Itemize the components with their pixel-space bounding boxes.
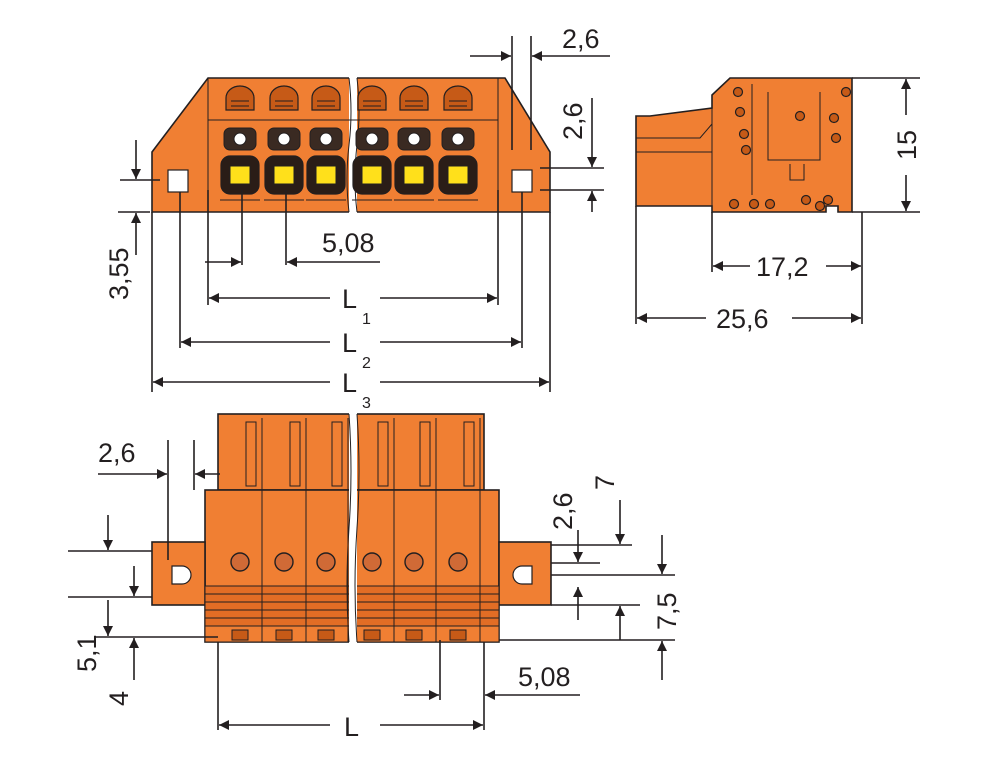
side-hole-14 xyxy=(814,200,826,212)
side-hole-3 xyxy=(734,106,746,118)
top-view-dimensions xyxy=(118,36,610,392)
front-view-cells xyxy=(230,418,481,642)
flange-hole-right xyxy=(511,169,533,193)
top-pole-1 xyxy=(220,85,260,201)
dim-side-depth-inner: 17,2 xyxy=(756,252,809,282)
front-pole-6 xyxy=(448,418,481,642)
front-pole-1 xyxy=(230,418,263,642)
dim-top-clamp-height: 2,6 xyxy=(558,102,588,140)
flange-hole-left xyxy=(167,169,189,193)
side-hole-2 xyxy=(840,86,852,98)
dim-side-depth-total: 25,6 xyxy=(716,304,769,334)
front-view: 2,6 2,6 7 7,5 5,1 4 5,08 L xyxy=(68,410,682,742)
side-hole-9 xyxy=(728,198,740,210)
side-hole-10 xyxy=(748,198,760,210)
top-pole-6 xyxy=(438,85,478,201)
front-view-housing xyxy=(151,410,552,646)
side-view-dimensions xyxy=(635,77,920,324)
dim-l1-sub: 1 xyxy=(362,311,371,328)
dim-front-length: L xyxy=(344,712,359,742)
side-hole-6 xyxy=(738,128,750,140)
dim-front-left-height: 5,1 xyxy=(72,634,102,672)
dim-l1: L xyxy=(342,284,357,314)
front-pole-2 xyxy=(274,418,307,642)
flange-slot-left xyxy=(171,565,192,585)
front-view-dimensions xyxy=(68,440,675,730)
top-pole-3 xyxy=(306,85,346,201)
side-hole-12 xyxy=(800,194,812,206)
top-pole-2 xyxy=(264,85,304,201)
front-pole-4 xyxy=(362,418,395,642)
dim-front-flange-offset: 2,6 xyxy=(98,438,136,468)
flange-slot-right xyxy=(512,565,533,585)
dim-top-pitch: 5,08 xyxy=(322,228,375,258)
dim-front-top-offset: 7 xyxy=(590,475,620,490)
side-hole-5 xyxy=(828,112,840,124)
dim-front-hole-pos: 2,6 xyxy=(548,492,578,530)
dim-l2: L xyxy=(342,328,357,358)
dim-top-flange: 3,55 xyxy=(104,247,134,300)
side-hole-7 xyxy=(830,132,842,144)
top-pole-4 xyxy=(352,85,392,201)
top-pole-5 xyxy=(394,85,434,201)
dim-l3: L xyxy=(342,368,357,398)
top-view: 2,6 2,6 3,55 5,08 L 1 L 2 L 3 xyxy=(104,24,610,412)
dim-side-height: 15 xyxy=(892,130,922,160)
top-view-cells xyxy=(220,85,478,201)
dim-top-pitch-offset: 2,6 xyxy=(562,24,600,54)
side-hole-13 xyxy=(822,194,834,206)
dim-front-pitch: 5,08 xyxy=(518,662,571,692)
dim-l2-sub: 2 xyxy=(362,355,371,372)
dim-l3-sub: 3 xyxy=(362,395,371,412)
side-hole-11 xyxy=(764,198,776,210)
front-pole-3 xyxy=(316,418,349,642)
dim-front-bottom: 4 xyxy=(104,691,134,706)
side-view: 15 17,2 25,6 xyxy=(635,77,922,334)
side-hole-1 xyxy=(732,86,744,98)
top-view-housing xyxy=(151,74,551,216)
side-hole-4 xyxy=(794,110,806,122)
side-view-holes xyxy=(728,86,852,212)
front-pole-5 xyxy=(404,418,437,642)
dim-front-height-lower: 7,5 xyxy=(652,592,682,630)
side-hole-8 xyxy=(740,144,752,156)
